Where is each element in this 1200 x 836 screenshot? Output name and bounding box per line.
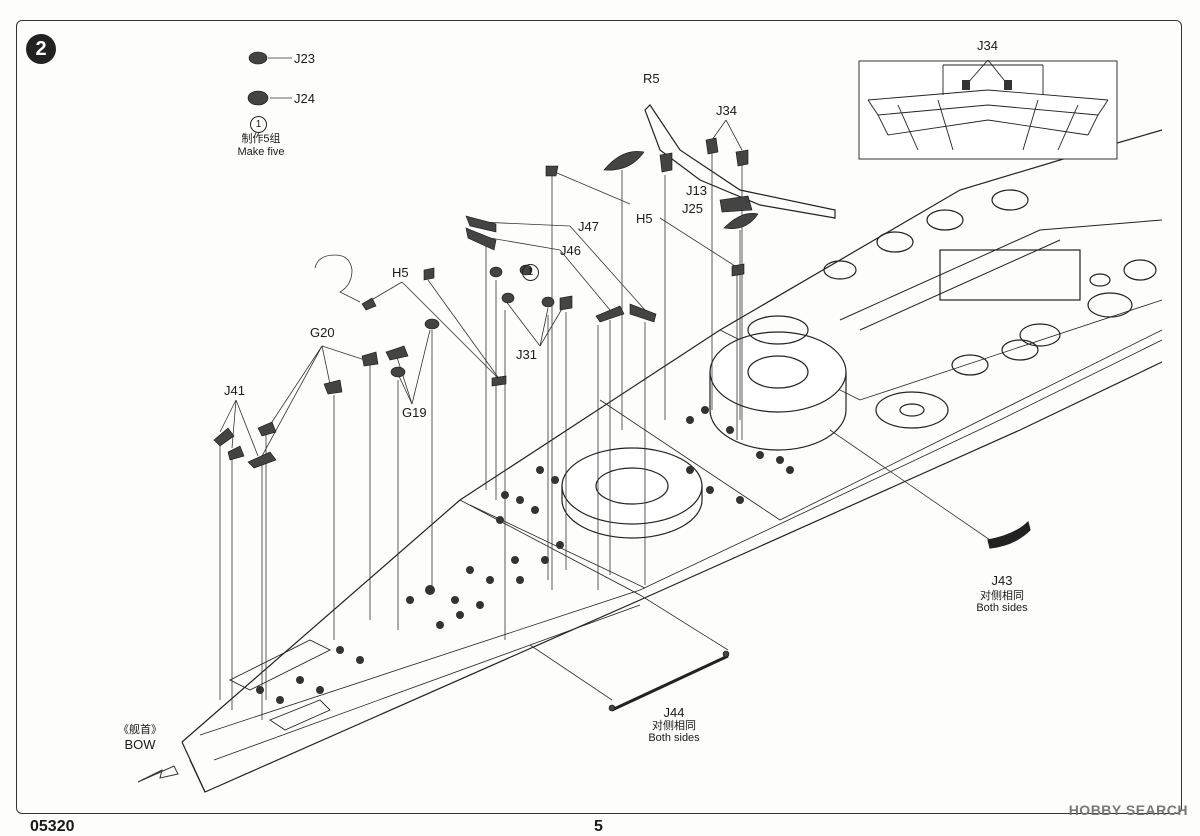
part-label-j47: J47 <box>578 219 599 234</box>
step-number-badge: 2 <box>26 34 56 64</box>
watermark: HOBBY SEARCH <box>1068 802 1188 818</box>
part-label-j13: J13 <box>686 183 707 198</box>
part-label-j46: J46 <box>560 243 581 258</box>
inset-label-j34: J34 <box>977 38 998 53</box>
part-label-h5-top: H5 <box>636 211 653 226</box>
page-frame <box>16 20 1182 814</box>
part-label-g19: G19 <box>402 405 427 420</box>
inset-detail-j34 <box>858 60 1118 160</box>
j43-note-en: Both sides <box>976 602 1028 614</box>
part-label-j24: J24 <box>294 91 315 106</box>
part-label-j41: J41 <box>224 383 245 398</box>
subassembly-note-en: Make five <box>237 146 285 158</box>
part-label-j23: J23 <box>294 51 315 66</box>
part-label-h5-left: H5 <box>392 265 409 280</box>
j43-note-cn: 对侧相同 <box>980 590 1024 602</box>
subassembly-circle-marker: 1 <box>250 114 267 133</box>
subassembly-note-cn: 制作5组 <box>241 133 281 145</box>
part-label-g20: G20 <box>310 325 335 340</box>
bow-label-en: BOW <box>124 737 156 752</box>
part-label-j34: J34 <box>716 103 737 118</box>
part-label-j25: J25 <box>682 201 703 216</box>
bow-label-cn: 《舰首》 <box>118 724 162 736</box>
product-code: 05320 <box>30 818 75 835</box>
page-number: 5 <box>594 818 603 835</box>
part-label-j31: J31 <box>516 347 537 362</box>
circle-marker-1: 1 <box>522 262 539 281</box>
j44-note-en: Both sides <box>648 732 700 744</box>
j44-note-cn: 对侧相同 <box>652 720 696 732</box>
circle-number-deck: 1 <box>522 264 539 281</box>
part-label-j43: J43 <box>991 573 1013 588</box>
circle-number: 1 <box>250 116 267 133</box>
part-label-r5: R5 <box>643 71 660 86</box>
part-label-j44: J44 <box>663 705 685 720</box>
